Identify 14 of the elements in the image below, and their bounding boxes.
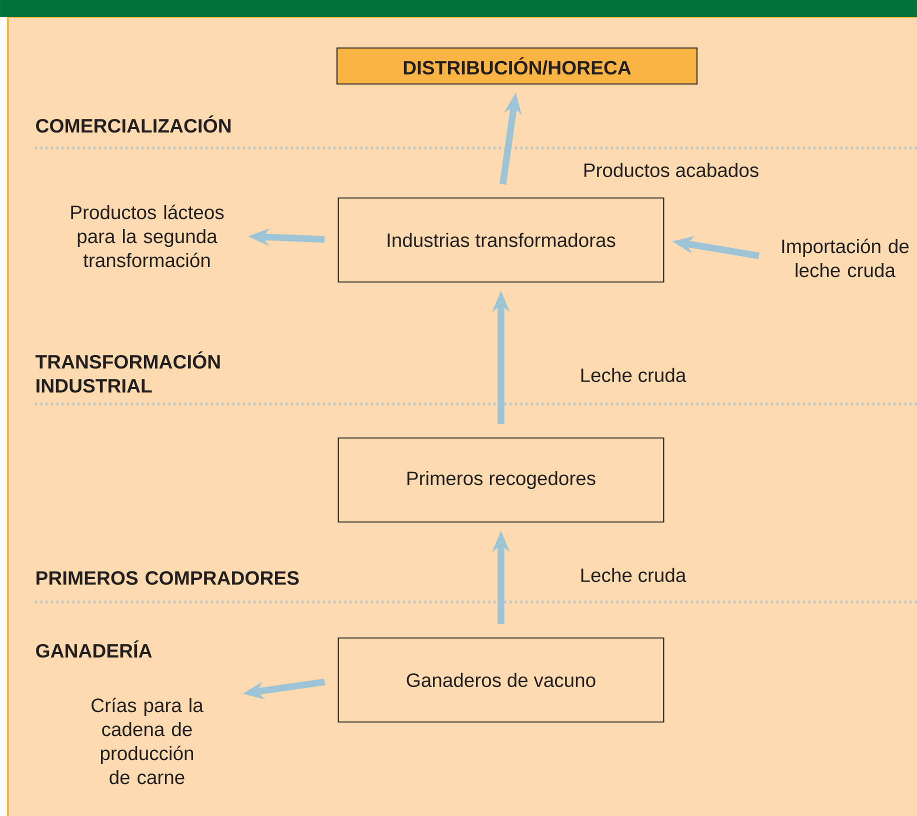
process-box: Ganaderos de vacuno — [338, 637, 664, 723]
edge-label: Productos acabados — [582, 162, 760, 178]
destination-box: DISTRIBUCIÓN/HORECA — [336, 47, 698, 85]
stage-heading: COMERCIALIZACIÓN — [36, 115, 231, 133]
process-box: Industrias transformadoras — [338, 197, 664, 283]
stage-heading: GANADERÍA — [36, 640, 152, 658]
stage-heading: TRANSFORMACIÓN INDUSTRIAL — [35, 351, 220, 393]
process-box: Primeros recogedores — [338, 437, 664, 523]
flow-text: Crías para la cadena de producción de carne — [92, 698, 204, 784]
edge-label: Leche cruda — [578, 366, 688, 384]
edge-label: Leche cruda — [578, 566, 688, 584]
flow-text: Productos lácteos para la segunda transformación — [71, 204, 224, 268]
stage-heading: PRIMEROS COMPRADORES — [36, 571, 299, 585]
flow-text: Importación de leche cruda — [782, 238, 909, 278]
